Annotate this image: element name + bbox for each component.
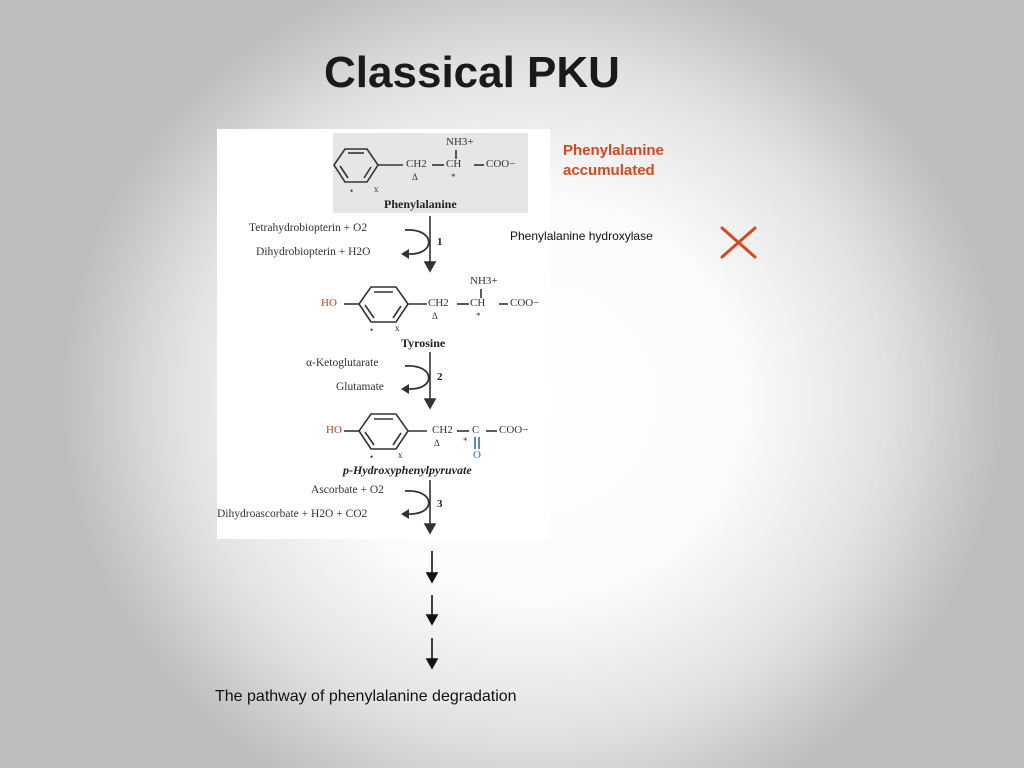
tyr-delta: Δ xyxy=(432,311,438,321)
phe-x: x xyxy=(374,184,379,194)
hpp-dot: • xyxy=(370,452,374,462)
tyr-coo-label: COO− xyxy=(510,297,540,309)
tyr-dot: • xyxy=(370,325,374,335)
hpp-ho-label: HO xyxy=(326,424,342,436)
tyrosine-label: Tyrosine xyxy=(401,336,446,350)
tyr-ho-label: HO xyxy=(321,297,337,309)
slide-title: Classical PKU xyxy=(324,48,620,97)
tyr-x: x xyxy=(395,323,400,333)
enzyme-label: Phenylalanine hydroxylase xyxy=(510,229,653,243)
hpp-coo-label: COO− xyxy=(499,424,529,436)
cofactor-arrowheads xyxy=(401,249,409,519)
hpp-delta: Δ xyxy=(434,438,440,448)
hpp-ring xyxy=(344,413,497,450)
cofactor-arrows xyxy=(404,229,430,515)
main-arrows xyxy=(423,216,437,535)
x-mark-icon xyxy=(720,226,757,259)
phe-coo-label: COO− xyxy=(486,158,516,170)
phe-star: * xyxy=(451,172,456,182)
tyrosine-ring xyxy=(344,286,508,323)
accumulated-line1: Phenylalanine xyxy=(563,142,664,159)
tyr-nh3-label: NH3+ xyxy=(470,275,498,287)
step1-cofactor-out: Dihydrobiopterin + H2O xyxy=(256,246,371,258)
step3-number: 3 xyxy=(437,498,443,510)
step3-cofactor-in: Ascorbate + O2 xyxy=(311,484,384,496)
hpp-star: * xyxy=(463,436,468,446)
step1-cofactor-in: Tetrahydrobiopterin + O2 xyxy=(249,222,368,234)
phenylalanine-accumulated-note: Phenylalanine accumulated xyxy=(563,141,703,181)
phe-delta: Δ xyxy=(412,172,418,182)
carbonyl-double-bond xyxy=(474,437,480,449)
hpp-o-label: O xyxy=(473,449,481,461)
phe-ch2-label: CH2 xyxy=(406,158,427,170)
tyr-ch-label: CH xyxy=(470,297,486,309)
figure-caption: The pathway of phenylalanine degradation xyxy=(215,688,517,705)
phenylalanine-ring xyxy=(333,148,484,183)
accumulated-line2: accumulated xyxy=(563,162,655,179)
hpp-c-label: C xyxy=(472,424,480,436)
step2-cofactor-in: α-Ketoglutarate xyxy=(306,357,379,369)
phenylalanine-highlight-box xyxy=(333,133,528,213)
continuation-arrows xyxy=(425,551,439,670)
phenylalanine-label: Phenylalanine xyxy=(384,197,457,211)
phe-dot: • xyxy=(350,186,354,196)
phe-nh3-label: NH3+ xyxy=(446,136,474,148)
tyr-star: * xyxy=(476,311,481,321)
step2-cofactor-out: Glutamate xyxy=(336,381,384,393)
hpp-x: x xyxy=(398,450,403,460)
hpp-label: p-Hydroxyphenylpyruvate xyxy=(343,463,472,477)
phe-ch-label: CH xyxy=(446,158,462,170)
step1-number: 1 xyxy=(437,236,443,248)
step3-cofactor-out: Dihydroascorbate + H2O + CO2 xyxy=(217,508,368,520)
step2-number: 2 xyxy=(437,371,443,383)
hpp-ch2-label: CH2 xyxy=(432,424,453,436)
tyr-ch2-label: CH2 xyxy=(428,297,449,309)
